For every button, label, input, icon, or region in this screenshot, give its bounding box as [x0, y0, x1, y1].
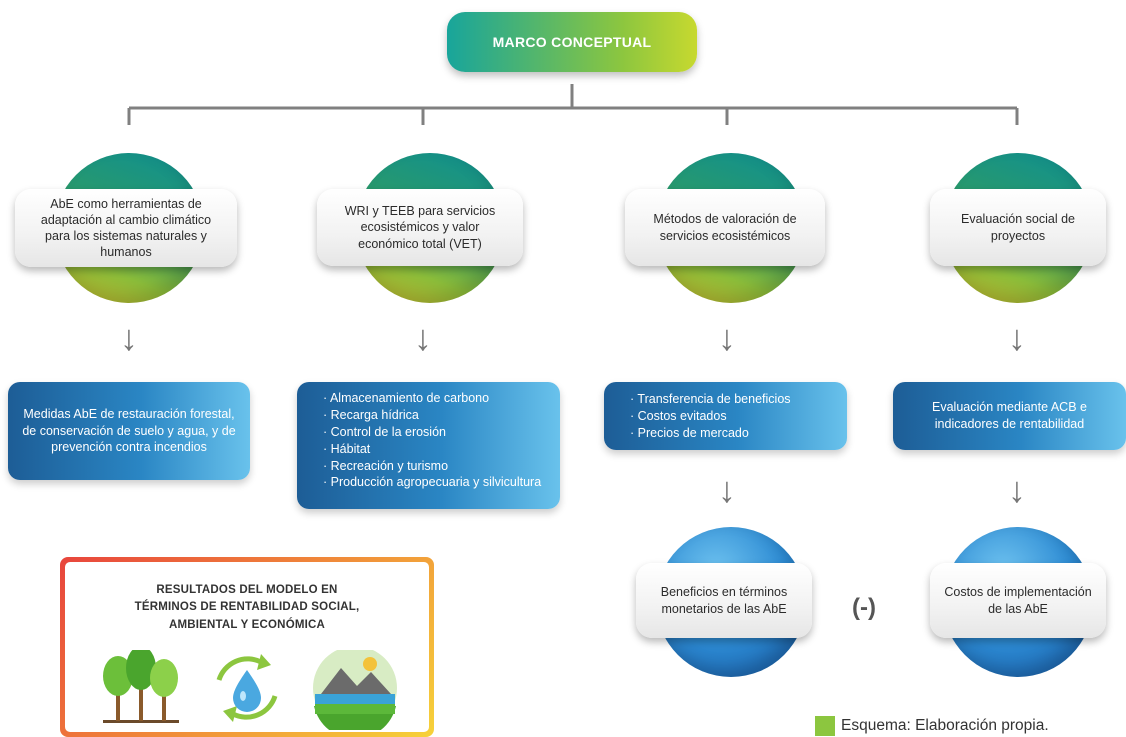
results-line-3: AMBIENTAL Y ECONÓMICA — [168, 618, 326, 631]
list-item: Producción agropecuaria y silvicultura — [323, 474, 546, 491]
arrow-down-icon: ↓ — [414, 317, 432, 358]
trees-icon — [103, 650, 179, 723]
results-line-1: RESULTADOS DEL MODELO EN — [156, 584, 338, 596]
minus-operator: (-) — [852, 594, 876, 621]
results-box: RESULTADOS DEL MODELO EN TÉRMINOS DE REN… — [60, 557, 434, 737]
list-item: Hábitat — [323, 441, 546, 458]
results-icons — [103, 650, 397, 730]
caption-swatch — [815, 716, 835, 736]
concept-label-1: AbE como herramientas de adaptación al c… — [40, 196, 212, 260]
results-title: RESULTADOS DEL MODELO EN TÉRMINOS DE REN… — [65, 582, 429, 634]
concept-card-4: Evaluación social de proyectos — [930, 189, 1106, 266]
list-item: Precios de mercado — [630, 425, 833, 442]
caption: Esquema: Elaboración propia. — [815, 716, 1049, 736]
arrow-down-icon: ↓ — [1008, 317, 1026, 358]
detail-box-1: Medidas AbE de restauración forestal, de… — [8, 382, 250, 480]
landscape-icon — [313, 650, 397, 730]
costs-label: Costos de implementación de las AbE — [944, 585, 1092, 616]
concept-card-1: AbE como herramientas de adaptación al c… — [15, 189, 237, 267]
arrow-down-icon: ↓ — [718, 317, 736, 358]
list-item: Almacenamiento de carbono — [323, 390, 546, 407]
detail-text-4: Evaluación mediante ACB e indicadores de… — [932, 400, 1087, 431]
results-line-2: TÉRMINOS DE RENTABILIDAD SOCIAL, — [134, 601, 360, 614]
concept-label-3: Métodos de valoración de servicios ecosi… — [653, 212, 797, 243]
arrow-down-icon: ↓ — [718, 469, 736, 510]
arrow-down-icon: ↓ — [1008, 469, 1026, 510]
concept-label-2: WRI y TEEB para servicios ecosistémicos … — [344, 204, 496, 251]
detail-list-2: Almacenamiento de carbono Recarga hídric… — [323, 390, 546, 491]
arrow-down-icon: ↓ — [120, 317, 138, 358]
concept-card-3: Métodos de valoración de servicios ecosi… — [625, 189, 825, 266]
detail-text-1: Medidas AbE de restauración forestal, de… — [22, 406, 236, 455]
list-item: Costos evitados — [630, 408, 833, 425]
title-pill: MARCO CONCEPTUAL — [447, 12, 697, 72]
title-text: MARCO CONCEPTUAL — [492, 34, 652, 50]
results-inner: RESULTADOS DEL MODELO EN TÉRMINOS DE REN… — [65, 562, 429, 732]
costs-card: Costos de implementación de las AbE — [930, 563, 1106, 638]
concept-label-4: Evaluación social de proyectos — [961, 212, 1075, 243]
caption-text: Esquema: Elaboración propia. — [841, 717, 1049, 734]
concept-card-2: WRI y TEEB para servicios ecosistémicos … — [317, 189, 523, 266]
benefits-card: Beneficios en términos monetarios de las… — [636, 563, 812, 638]
detail-box-3: Transferencia de beneficios Costos evita… — [604, 382, 847, 450]
list-item: Control de la erosión — [323, 424, 546, 441]
list-item: Recarga hídrica — [323, 407, 546, 424]
detail-box-2: Almacenamiento de carbono Recarga hídric… — [297, 382, 560, 509]
detail-list-3: Transferencia de beneficios Costos evita… — [630, 391, 833, 442]
list-item: Transferencia de beneficios — [630, 391, 833, 408]
detail-box-4: Evaluación mediante ACB e indicadores de… — [893, 382, 1126, 450]
list-item: Recreación y turismo — [323, 458, 546, 475]
benefits-label: Beneficios en términos monetarios de las… — [660, 585, 788, 616]
water-cycle-icon — [216, 654, 278, 722]
